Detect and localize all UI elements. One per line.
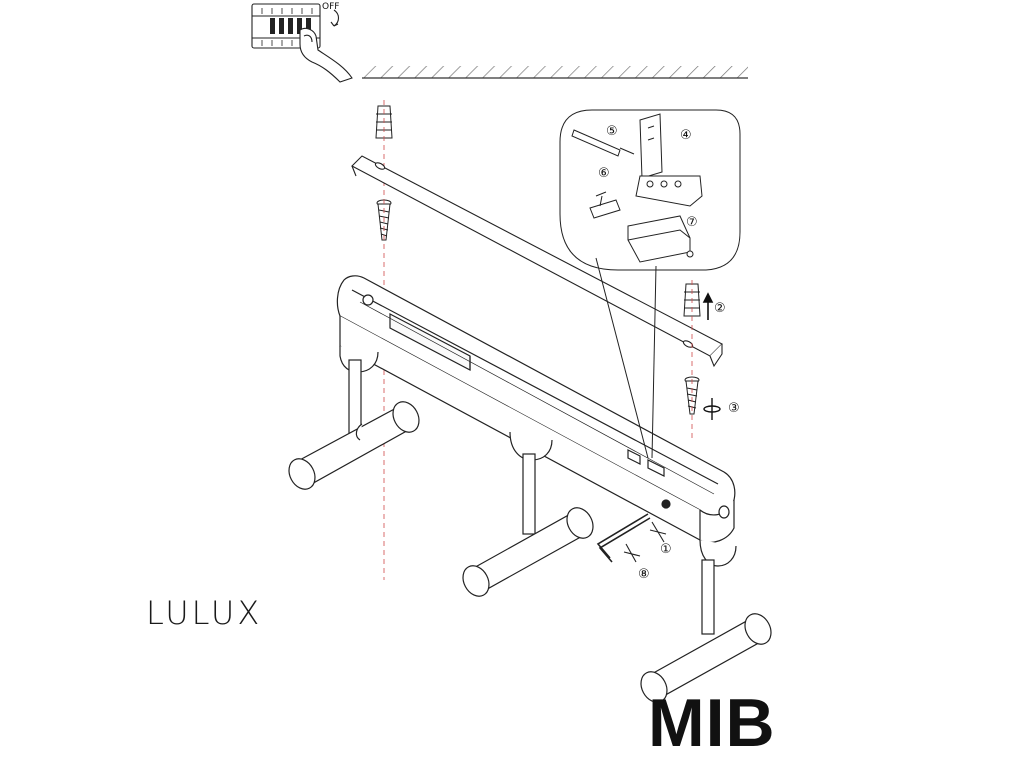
step-4-label: ④ [680, 128, 692, 143]
brand-logo-text: LULUX [146, 594, 263, 632]
step-2-label: ② [714, 301, 726, 316]
step-7-label: ⑦ [686, 215, 698, 230]
wiring-detail-callout [559, 109, 741, 459]
allen-key [596, 513, 651, 563]
ceiling-surface [362, 66, 748, 79]
spotlight-middle [462, 431, 594, 597]
fixture-rail [336, 275, 736, 543]
spotlight-right [640, 539, 772, 703]
up-arrow-icon [702, 292, 714, 320]
spotlight-left [288, 346, 420, 490]
step-3-label: ③ [728, 401, 740, 416]
grub-screw-icon [623, 521, 667, 563]
step-6-label: ⑥ [598, 166, 610, 181]
step-8-label: ⑧ [638, 567, 650, 582]
model-name: MIB [648, 685, 776, 761]
step-5-label: ⑤ [606, 124, 618, 139]
step-1-label: ① [660, 542, 672, 557]
mounting-bracket [351, 155, 723, 368]
breaker-switch-off-illustration [251, 3, 353, 83]
switch-off-label: OFF [322, 2, 339, 12]
rotate-screw-icon [703, 398, 721, 420]
